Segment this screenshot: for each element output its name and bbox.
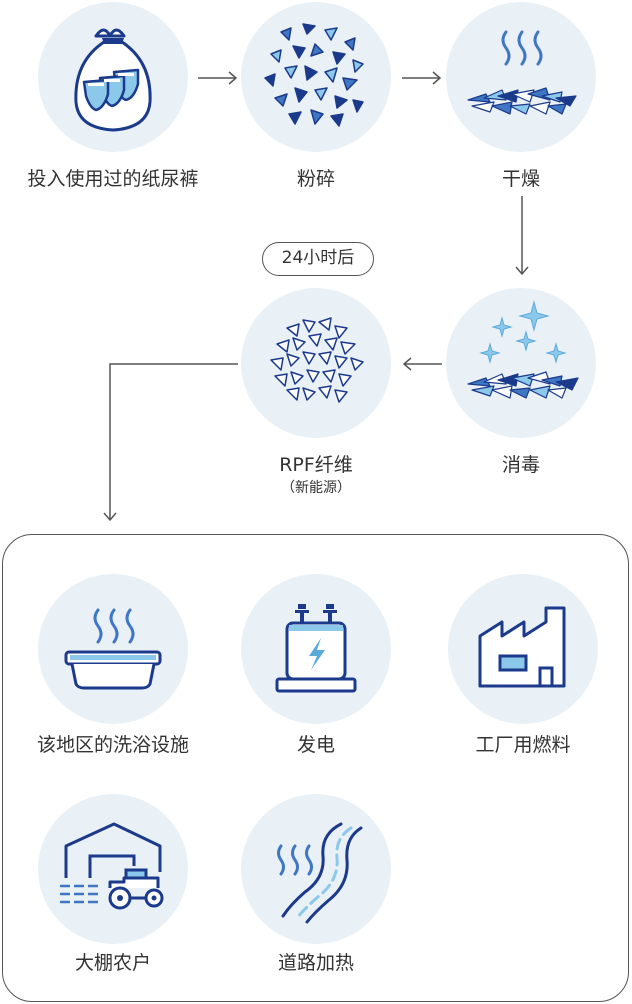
shredded-pieces-icon [241,2,391,152]
use-label-bath: 该地区的洗浴设施 [36,734,190,756]
bathtub-steam-icon [38,574,188,724]
heated-road-icon [241,794,391,944]
step-label-input: 投入使用过的纸尿裤 [27,168,199,190]
use-label-road: 道路加热 [277,952,355,974]
step-label-shred: 粉碎 [296,168,336,190]
arrow-right-2 [402,71,442,85]
greenhouse-tractor-icon [38,794,188,944]
arrow-right-1 [198,71,238,85]
use-label-greenhouse: 大棚农户 [74,952,152,974]
use-label-power: 发电 [296,734,336,756]
arrow-down-1 [515,196,529,276]
use-label-factory: 工厂用燃料 [475,734,571,756]
arrow-left-1 [402,357,442,371]
step-label-rpf: RPF纤维 [279,454,353,476]
diaper-bag-icon [38,2,188,152]
step-label-dry: 干燥 [501,168,541,190]
factory-icon [448,574,598,724]
step-label-sterilize: 消毒 [501,454,541,476]
step-sublabel-rpf: （新能源） [281,480,351,496]
uses-panel [2,534,629,1002]
capacitor-power-icon [241,574,391,724]
arrow-elbow-down [103,363,238,522]
drying-steam-icon [446,2,596,152]
sterilize-sparkle-icon [446,288,596,438]
time-badge: 24小时后 [262,242,374,276]
fiber-pile-icon [241,288,391,438]
